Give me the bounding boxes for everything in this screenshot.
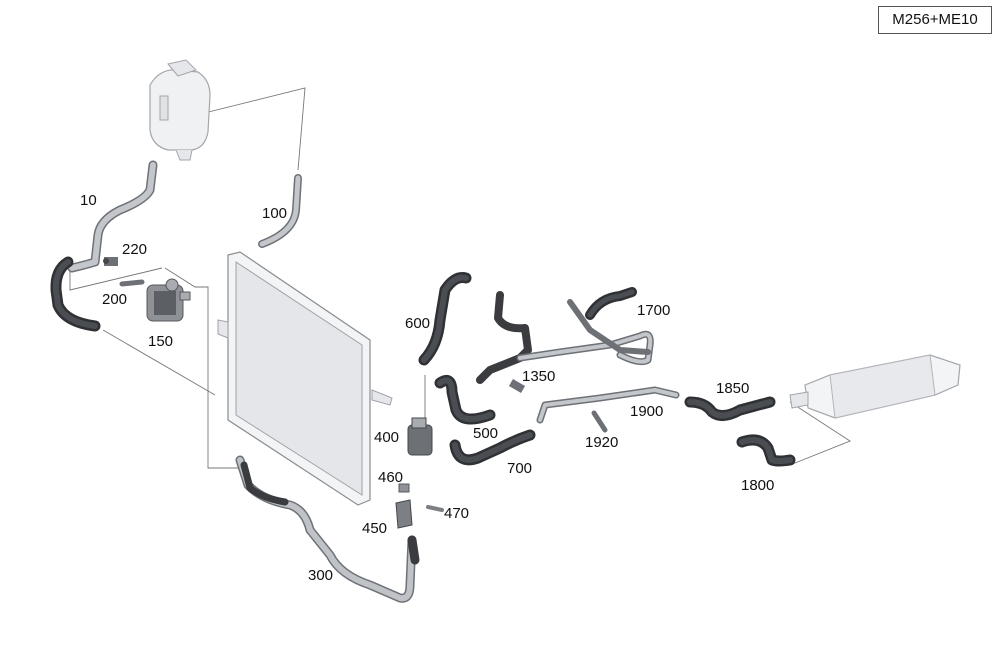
bolt-220 bbox=[103, 257, 118, 266]
hose-500 bbox=[434, 375, 496, 425]
hose-10 bbox=[50, 160, 158, 332]
valve-400 bbox=[407, 417, 433, 456]
hose-1800 bbox=[736, 434, 796, 467]
label-150: 150 bbox=[148, 333, 173, 350]
part-460 bbox=[398, 483, 410, 493]
radiator bbox=[217, 251, 393, 506]
label-300: 300 bbox=[308, 567, 333, 584]
water-pump-150 bbox=[146, 278, 191, 322]
hose-1700 bbox=[567, 287, 651, 355]
expansion-tank bbox=[149, 59, 211, 161]
label-220: 220 bbox=[122, 241, 147, 258]
hose-300 bbox=[235, 455, 420, 603]
hose-100 bbox=[258, 174, 302, 248]
label-10: 10 bbox=[80, 192, 97, 209]
label-470: 470 bbox=[444, 505, 469, 522]
label-1350: 1350 bbox=[522, 368, 555, 385]
label-500: 500 bbox=[473, 425, 498, 442]
hose-1850 bbox=[684, 396, 776, 421]
label-1850: 1850 bbox=[716, 380, 749, 397]
part-labels: 10 100 150 200 220 300 400 450 460 470 5… bbox=[80, 192, 774, 584]
pipe-1350 bbox=[476, 291, 654, 393]
clip-200 bbox=[119, 279, 145, 287]
charge-air-cooler bbox=[789, 354, 961, 419]
label-450: 450 bbox=[362, 520, 387, 537]
pipe-1900 bbox=[536, 386, 680, 424]
label-700: 700 bbox=[507, 460, 532, 477]
label-400: 400 bbox=[374, 429, 399, 446]
bolt-1920 bbox=[591, 410, 608, 433]
label-1900: 1900 bbox=[630, 403, 663, 420]
hose-700 bbox=[449, 429, 536, 466]
label-100: 100 bbox=[262, 205, 287, 222]
label-200: 200 bbox=[102, 291, 127, 308]
engine-code-badge: M256+ME10 bbox=[878, 6, 992, 34]
hose-600 bbox=[418, 272, 472, 366]
bracket-450 bbox=[395, 499, 413, 529]
label-1920: 1920 bbox=[585, 434, 618, 451]
label-1700: 1700 bbox=[637, 302, 670, 319]
label-1800: 1800 bbox=[741, 477, 774, 494]
label-600: 600 bbox=[405, 315, 430, 332]
bolt-470 bbox=[426, 505, 444, 512]
label-460: 460 bbox=[378, 469, 403, 486]
